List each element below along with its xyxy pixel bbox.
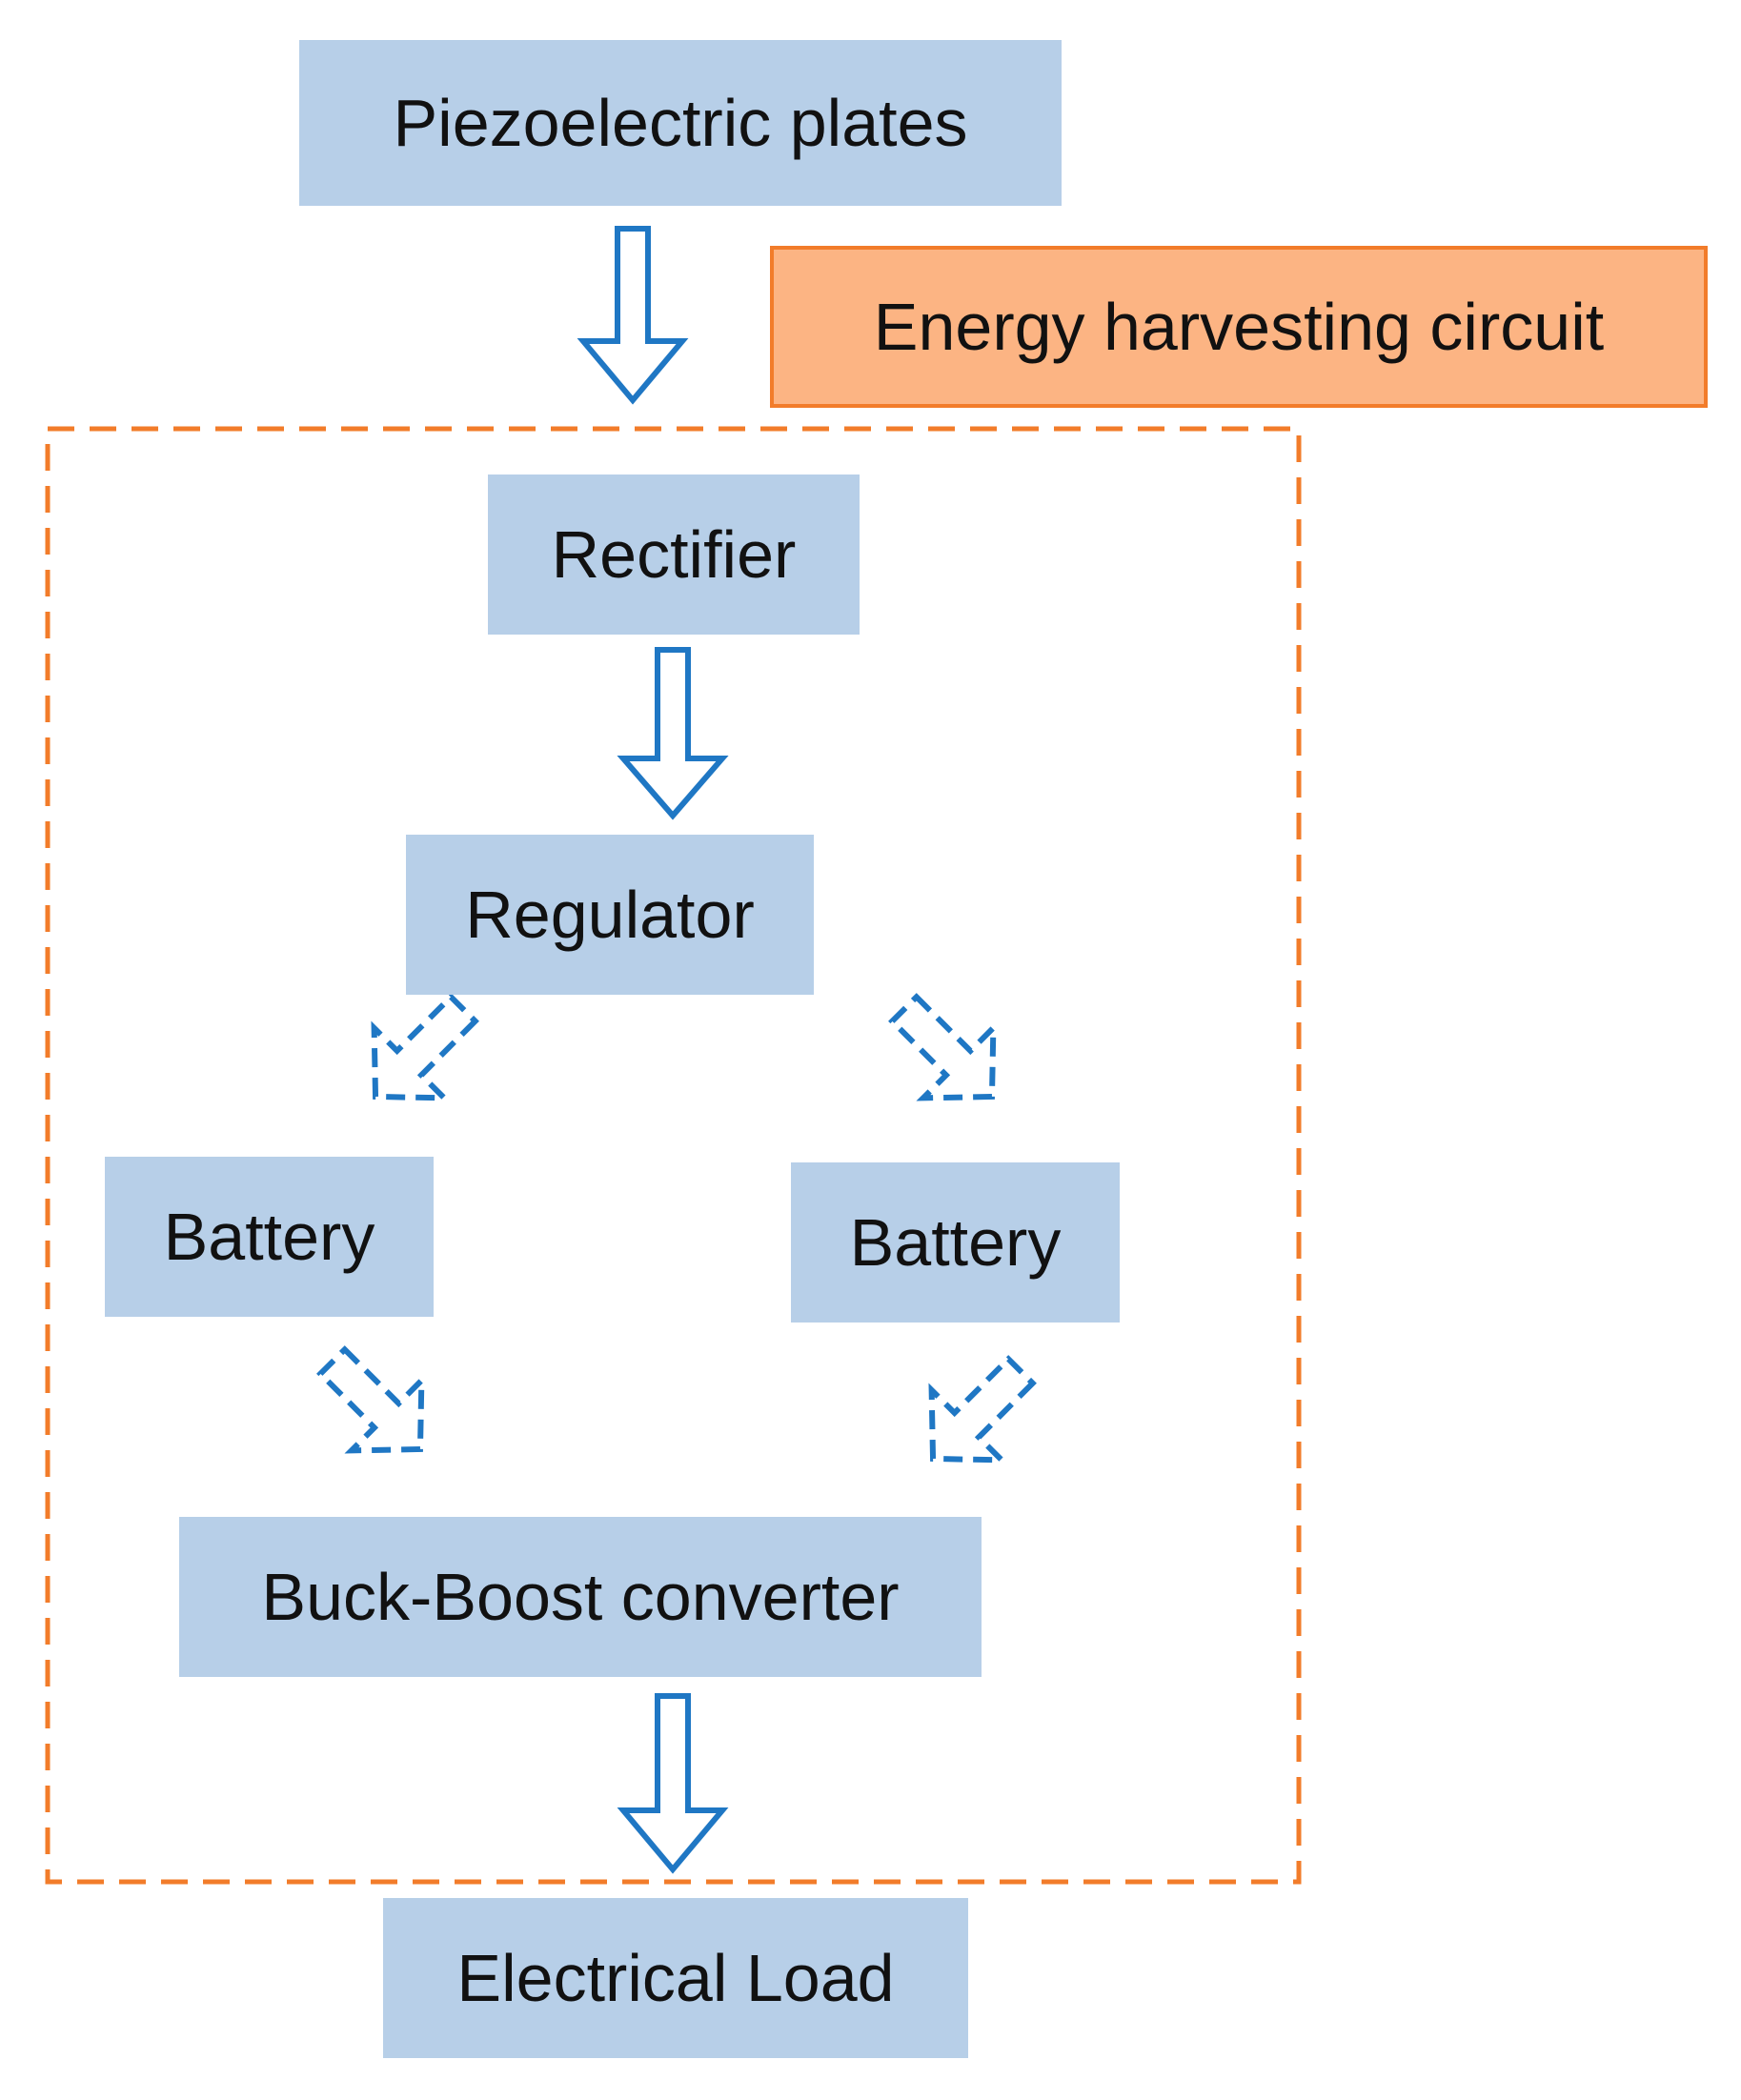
arrow-regulator-to-battery-left — [371, 993, 479, 1101]
node-label: Electrical Load — [456, 1941, 895, 2015]
node-label: Regulator — [465, 878, 755, 952]
arrow-rectifier-to-regulator — [617, 647, 729, 820]
node-rectifier: Rectifier — [488, 475, 860, 635]
arrow-piezo-to-rectifier — [577, 226, 689, 405]
node-buck-boost-converter: Buck-Boost converter — [179, 1517, 982, 1677]
node-electrical-load: Electrical Load — [383, 1898, 968, 2058]
arrow-battery-right-to-buckboost — [928, 1355, 1037, 1464]
node-battery-right: Battery — [791, 1162, 1120, 1323]
energy-harvesting-circuit-label: Energy harvesting circuit — [770, 246, 1708, 408]
node-label: Battery — [163, 1200, 375, 1274]
arrow-buckboost-to-load — [617, 1693, 729, 1874]
arrow-regulator-to-battery-right — [888, 993, 997, 1101]
arrow-battery-left-to-buckboost — [316, 1345, 425, 1454]
node-label: Buck-Boost converter — [261, 1560, 900, 1634]
node-regulator: Regulator — [406, 835, 814, 995]
node-label: Battery — [849, 1205, 1062, 1280]
node-label: Piezoelectric plates — [393, 86, 968, 160]
energy-harvesting-group-border — [45, 426, 1302, 1885]
group-label: Energy harvesting circuit — [873, 290, 1605, 364]
node-battery-left: Battery — [105, 1157, 434, 1317]
node-label: Rectifier — [551, 517, 797, 592]
node-piezoelectric-plates: Piezoelectric plates — [299, 40, 1062, 206]
